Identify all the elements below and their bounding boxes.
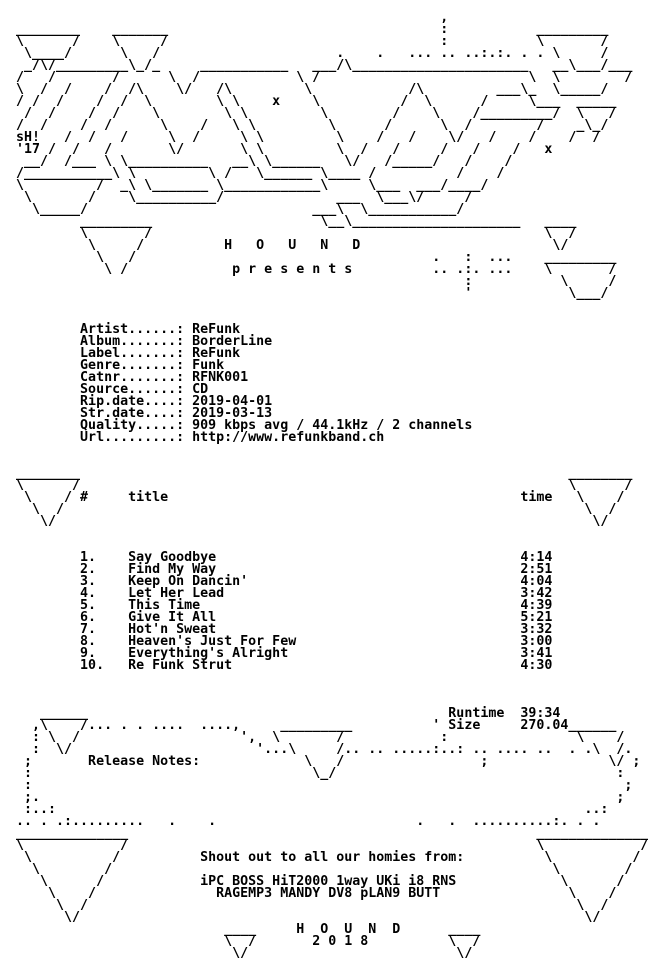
nfo-line: Genre.......: Funk bbox=[0, 358, 225, 373]
nfo-line: /___________\ \ \ / \______ \____ / / / bbox=[0, 166, 505, 181]
nfo-line: \ / \ / bbox=[0, 862, 633, 877]
nfo-line: 9. Everything's Alright 3:41 bbox=[0, 646, 553, 661]
nfo-line: .. . .:......... . . . . ..........:. . … bbox=[0, 814, 601, 829]
nfo-line: ____ H O U N D ____ bbox=[0, 922, 481, 937]
nfo-line: : \/ '...\ /.. .. .....:..: .. .... .. .… bbox=[0, 742, 633, 757]
nfo-line: Str.date....: 2019-03-13 bbox=[0, 406, 273, 421]
nfo-line: \ / \__________/ ___ \___\/ / bbox=[0, 190, 473, 205]
nfo-line: 2. Find My Way 2:51 bbox=[0, 562, 553, 577]
nfo-line: \ / Shout out to all our homies from: \ … bbox=[0, 850, 641, 865]
nfo-line: \ / # title time \ / bbox=[0, 490, 625, 505]
nfo-line: \ / p r e s e n t s .. .:. ... \ / bbox=[0, 262, 617, 277]
nfo-line: 1. Say Goodbye 4:14 bbox=[0, 550, 553, 565]
nfo-line: ________ _______ : _________ bbox=[0, 22, 609, 37]
nfo-line: 6. Give It All 5:21 bbox=[0, 610, 553, 625]
nfo-line: Label.......: ReFunk bbox=[0, 346, 241, 361]
nfo-line: ;. ; bbox=[0, 790, 625, 805]
nfo-line: ; Release Notes: \ / ; \/ ; bbox=[0, 754, 641, 769]
nfo-line: sH! / / / \ / \ \ \ / / \/ / / / / bbox=[0, 130, 601, 145]
nfo-line: \ / H O U N D \/ bbox=[0, 238, 569, 253]
nfo-line: __/ /___ \ \__________ __\ \______ \/ /_… bbox=[0, 154, 513, 169]
nfo-line: 5. This Time 4:39 bbox=[0, 598, 553, 613]
nfo-line: / / / \ / \ / \ \ / bbox=[0, 70, 633, 85]
nfo-line: \/ \/ bbox=[0, 946, 473, 961]
nfo-line: \ / \ / : \ / bbox=[0, 34, 609, 49]
nfo-line: 8. Heaven's Just For Few 3:00 bbox=[0, 634, 553, 649]
nfo-line: \ / \ / bbox=[0, 502, 617, 517]
nfo-line: 10. Re Funk Strut 4:30 bbox=[0, 658, 553, 673]
nfo-line: ________ ________ bbox=[0, 466, 633, 481]
nfo-line: : \ / ', \ / : \ / bbox=[0, 730, 625, 745]
nfo-line: \ / RAGEMP3 MANDY DV8 pLAN9 BUTT \ / bbox=[0, 886, 617, 901]
nfo-line: Url.........: http://www.refunkband.ch bbox=[0, 430, 385, 445]
nfo-line: \ / \ / bbox=[0, 478, 633, 493]
nfo-line: / / / / \ / \ \ \ / \ / / _\_/ bbox=[0, 118, 609, 133]
nfo-line: _/\/_________\_/_ ___________ ___/\_____… bbox=[0, 58, 633, 73]
nfo-line: \____/ \ / . . ... .. ..:.:. . . \ / bbox=[0, 46, 609, 61]
nfo-line: \ / _\ \_______ \____________\ \___ ___/… bbox=[0, 178, 489, 193]
nfo-line: \ / \ / bbox=[0, 898, 609, 913]
nfo-line: '17 / / / \/ \ \ \ / / / / / x bbox=[0, 142, 553, 157]
nfo-line: \ / \ / bbox=[0, 838, 648, 853]
nfo-line: / / / / \ \ \ \ / \ /_________/ \ / bbox=[0, 106, 617, 121]
nfo-line: \/ \/ bbox=[0, 910, 601, 925]
nfo-line: : \ / bbox=[0, 274, 617, 289]
nfo-line: Album.......: BorderLine bbox=[0, 334, 273, 349]
nfo-line: 3. Keep On Dancin' 4:04 bbox=[0, 574, 553, 589]
nfo-line: , bbox=[0, 10, 449, 25]
nfo-line: Rip.date....: 2019-04-01 bbox=[0, 394, 273, 409]
nfo-line: ______________ ______________ bbox=[0, 826, 648, 841]
nfo-line: ' \___/ bbox=[0, 286, 609, 301]
nfo-line: :..: ..: bbox=[0, 802, 609, 817]
nfo-line: Quality.....: 909 kbps avg / 44.1kHz / 2… bbox=[0, 418, 473, 433]
nfo-line: \ / . : ... _________ bbox=[0, 250, 617, 265]
nfo-line: / / / / / \ \ \ x \ / \ / \___ _____ bbox=[0, 94, 617, 109]
nfo-line: Catnr.......: RFNK001 bbox=[0, 370, 249, 385]
nfo-line: 4. Let Her Lead 3:42 bbox=[0, 586, 553, 601]
nfo-line: : ; bbox=[0, 778, 633, 793]
nfo-line: \_____/ ___\ \___________/ bbox=[0, 202, 465, 217]
nfo-line: 7. Hot'n Sweat 3:32 bbox=[0, 622, 553, 637]
nfo-line: ,\ /... . . .... ...., _________ ' Size … bbox=[0, 718, 617, 733]
nfo-line: \ / iPC BOSS HiT2000 1way UKi i8 RNS \ / bbox=[0, 874, 625, 889]
nfo-line: \/ \/ bbox=[0, 514, 609, 529]
nfo-line: _________ \__\_____________________ ____ bbox=[0, 214, 577, 229]
nfo-line: Source......: CD bbox=[0, 382, 209, 397]
nfo-line: \ / \ / bbox=[0, 226, 577, 241]
nfo-line: \ / / / /\ \/ /\ \ /\ ___\_ \_____/ bbox=[0, 82, 609, 97]
nfo-line: : \_/ : bbox=[0, 766, 625, 781]
nfo-line: Artist......: ReFunk bbox=[0, 322, 241, 337]
nfo-line: ______ Runtime 39:34 bbox=[0, 706, 561, 721]
